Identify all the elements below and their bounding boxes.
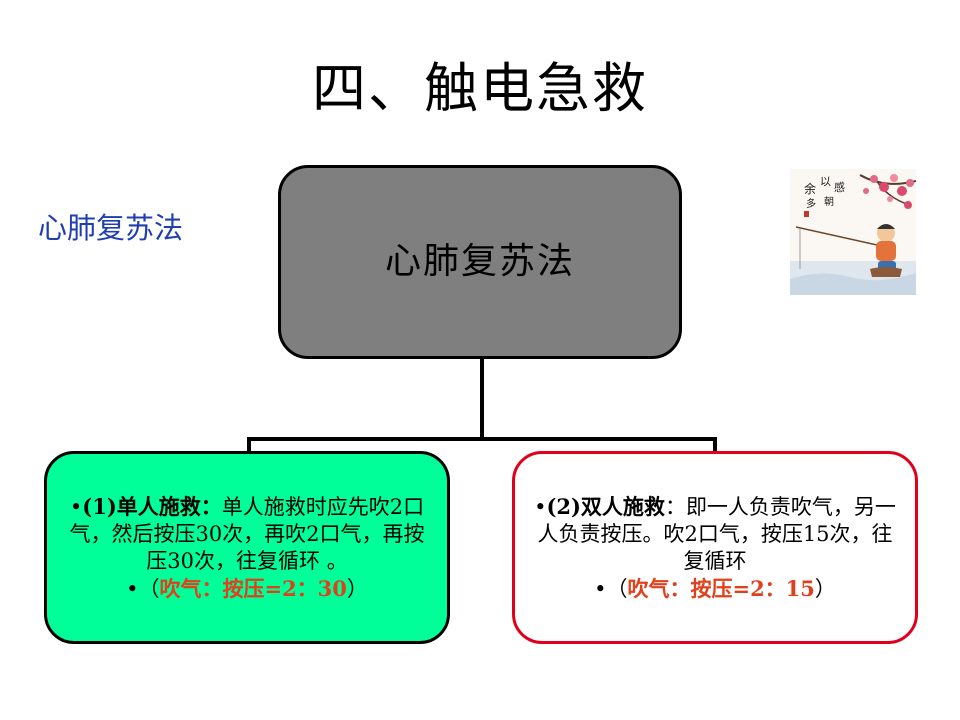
double-rescuer-box: •(2)双人施救：即一人负责吹气，另一人负责按压。吹2口气，按压15次，往复循环… bbox=[512, 451, 918, 644]
svg-text:余: 余 bbox=[804, 181, 816, 196]
single-rescuer-ratio-line: •（吹气：按压=2：30） bbox=[126, 575, 368, 603]
double-rescuer-ratio-line: •（吹气：按压=2：15） bbox=[594, 575, 836, 603]
svg-text:朝: 朝 bbox=[824, 196, 834, 208]
svg-text:多: 多 bbox=[806, 197, 816, 210]
single-rescuer-description: •(1)单人施救：单人施救时应先吹2口气，然后按压30次，再吹2口气，再按压30… bbox=[61, 493, 433, 575]
ratio-open: •（ bbox=[126, 576, 160, 601]
single-rescuer-ratio: 吹气：按压=2：30 bbox=[159, 575, 347, 601]
double-rescuer-text: 即一人负责吹气，另一人负责按压。吹2口气，按压15次，往复循环 bbox=[537, 494, 896, 573]
svg-text:以: 以 bbox=[820, 175, 831, 188]
double-rescuer-colon: ： bbox=[664, 494, 686, 519]
center-node-label: 心肺复苏法 bbox=[384, 241, 575, 282]
single-rescuer-box: •(1)单人施救：单人施救时应先吹2口气，然后按压30次，再吹2口气，再按压30… bbox=[44, 451, 450, 644]
fishing-boy-painting-icon: 余 以 感 多 朝 bbox=[790, 169, 916, 295]
single-rescuer-text: 单人施救时应先吹2口气，然后按压30次，再吹2口气，再按压30次，往复循环 。 bbox=[69, 494, 425, 573]
double-rescuer-description: •(2)双人施救：即一人负责吹气，另一人负责按压。吹2口气，按压15次，往复循环 bbox=[529, 493, 901, 575]
side-label: 心肺复苏法 bbox=[38, 211, 184, 245]
bullet: • bbox=[69, 494, 83, 519]
double-rescuer-heading: (2)双人施救 bbox=[546, 493, 665, 519]
double-rescuer-ratio: 吹气：按压=2：15 bbox=[627, 575, 815, 601]
bullet: • bbox=[534, 494, 547, 519]
center-node: 心肺复苏法 bbox=[278, 165, 682, 359]
ratio-open: •（ bbox=[594, 576, 628, 601]
page-title: 四、触电急救 bbox=[312, 57, 648, 120]
ratio-close: ） bbox=[814, 576, 836, 601]
svg-text:感: 感 bbox=[834, 181, 845, 194]
ratio-close: ） bbox=[346, 576, 368, 601]
single-rescuer-heading: (1)单人施救： bbox=[82, 493, 222, 519]
